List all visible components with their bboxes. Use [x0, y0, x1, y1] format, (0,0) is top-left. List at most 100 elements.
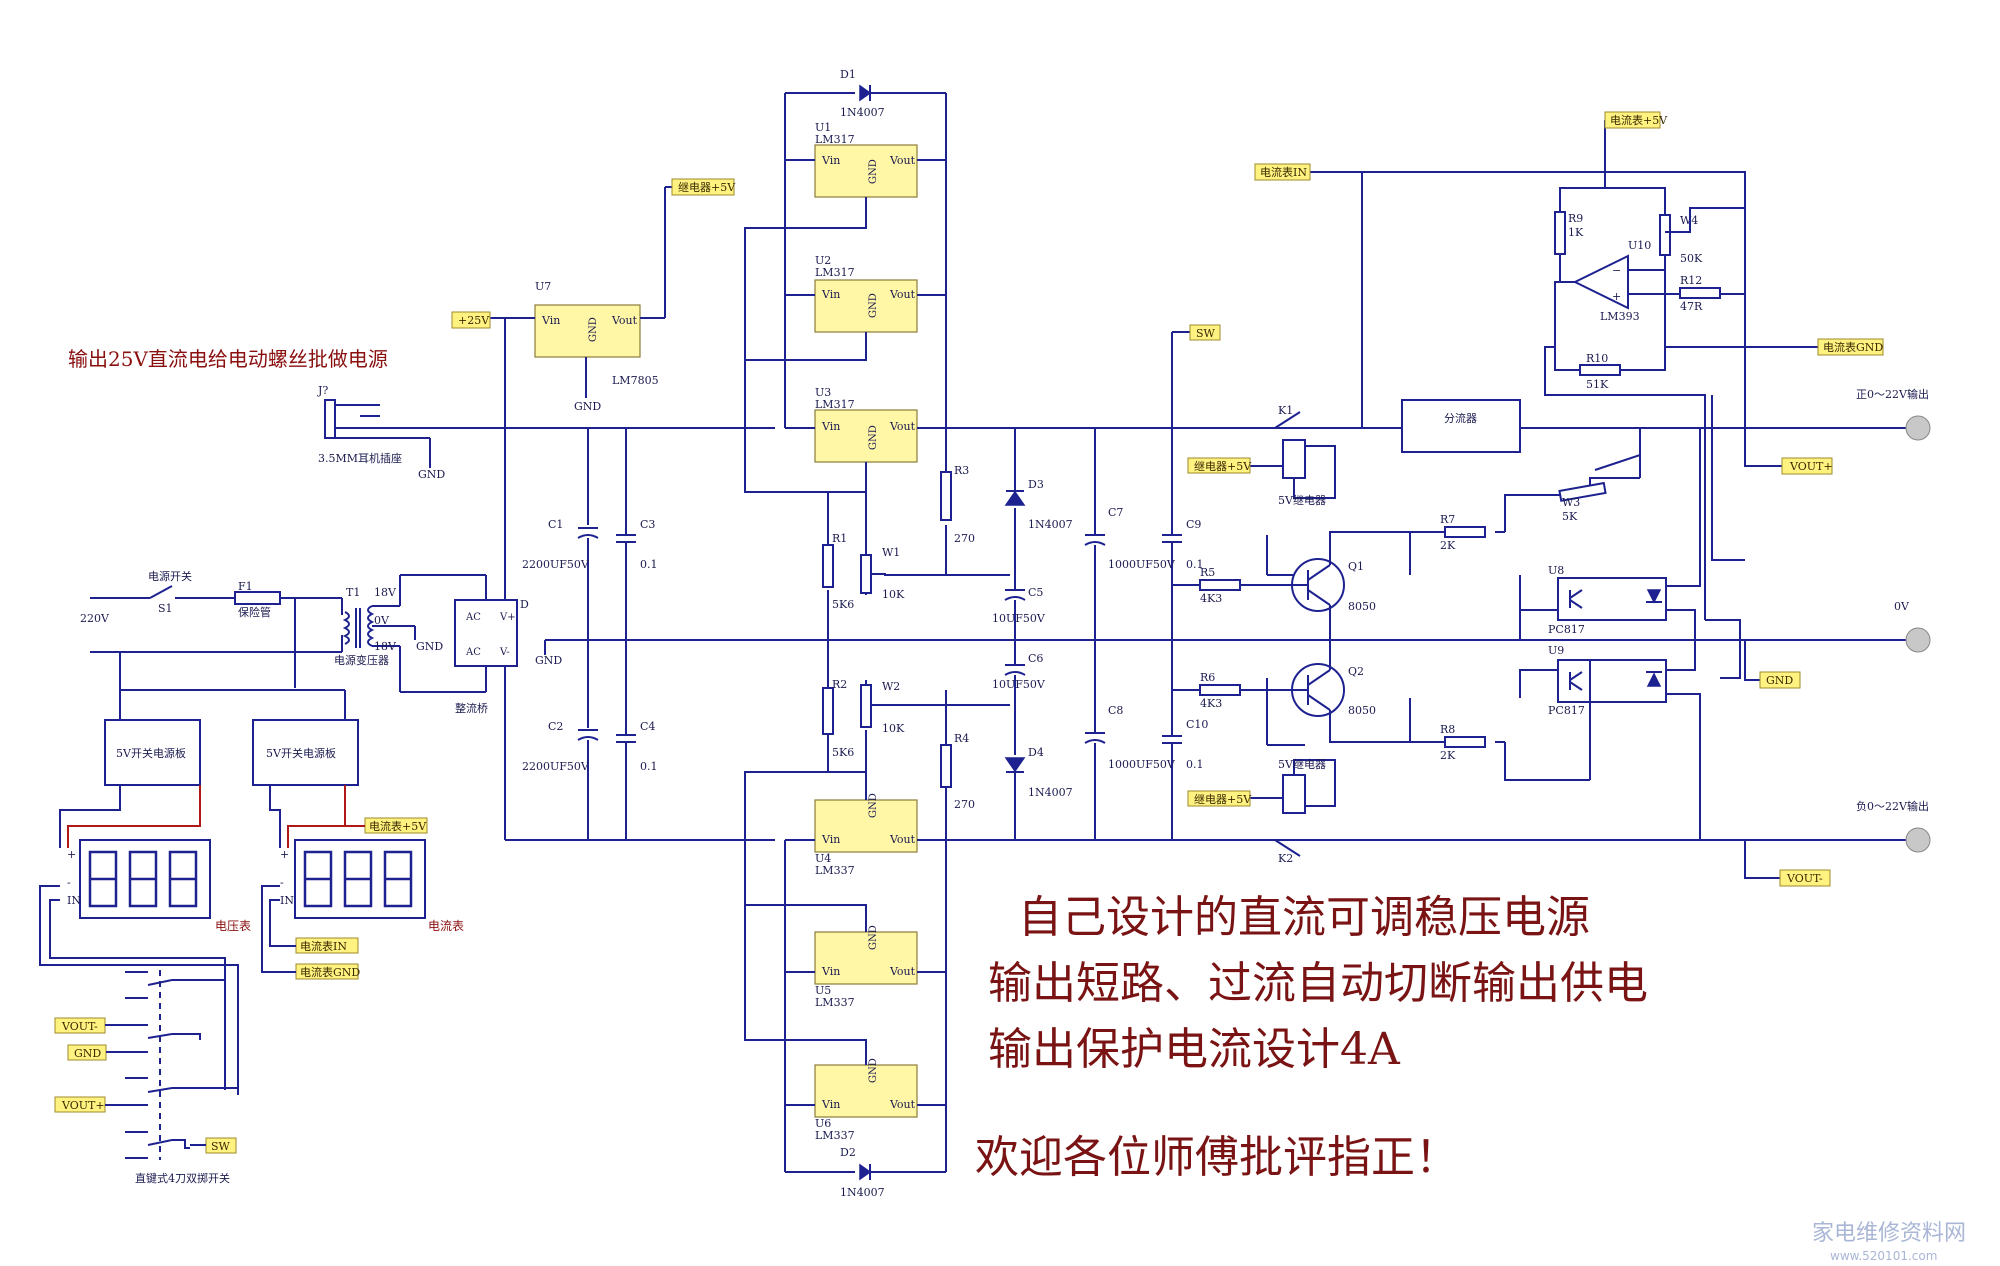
- r12-val: 47R: [1680, 300, 1703, 313]
- supply-wire: [287, 785, 346, 848]
- wire: [261, 885, 296, 973]
- k1-relay-coil: [1282, 439, 1306, 479]
- u6-gnd: GND: [868, 1058, 879, 1083]
- net-tag: [1187, 457, 1251, 474]
- d1-ref: D1: [840, 68, 856, 81]
- d3-part: 1N4007: [1028, 518, 1073, 531]
- u1-vin: Vin: [821, 154, 840, 167]
- c10-ref: C10: [1186, 718, 1208, 731]
- u9-ref: U9: [1548, 644, 1564, 657]
- wire: [39, 885, 239, 1095]
- d4-diode: [1004, 757, 1026, 773]
- net-voutminus-right: VOUT-: [1786, 872, 1823, 885]
- j-ref: J?: [317, 384, 328, 397]
- output-capacitors: [1084, 331, 1190, 840]
- transformer-secondary: [367, 605, 375, 647]
- selector-switch: [125, 970, 239, 1160]
- bridge-ref: D: [520, 598, 529, 611]
- r1-resistor: [822, 544, 834, 588]
- u1-chip: [814, 144, 918, 198]
- k2-ref: K2: [1278, 852, 1293, 865]
- w2-pot: [860, 684, 872, 728]
- u3-part: LM317: [815, 398, 855, 411]
- r12-resistor: [1679, 287, 1721, 299]
- w2-val: 10K: [882, 722, 905, 735]
- d2-ref: D2: [840, 1146, 856, 1159]
- output-terminal-positive: [1905, 415, 1931, 441]
- d4-part: 1N4007: [1028, 786, 1073, 799]
- net-sw-left: SW: [211, 1140, 231, 1153]
- u6-vout: Vout: [889, 1098, 916, 1111]
- u10-ref: U10: [1628, 239, 1651, 252]
- r6-val: 4K3: [1200, 697, 1222, 710]
- voltmeter-minus: -: [67, 876, 71, 889]
- headline-line2: 输出短路、过流自动切断输出供电: [988, 958, 1648, 1009]
- u2-gnd: GND: [868, 293, 879, 318]
- c10-val: 0.1: [1186, 758, 1204, 771]
- bridge-ac1: AC: [465, 612, 481, 623]
- headline-title: 自己设计的直流可调稳压电源: [1018, 892, 1590, 943]
- psu2-label: 5V开关电源板: [266, 746, 336, 760]
- u7-vout: Vout: [611, 314, 638, 327]
- w4-pot: [1659, 214, 1671, 256]
- k1-label: 5V继电器: [1278, 494, 1326, 507]
- watermark-text: 家电维修资料网: [1812, 1221, 1966, 1246]
- positive-reg-wiring: [744, 92, 947, 688]
- net-tag: [1759, 671, 1801, 689]
- d3-diode: [1004, 490, 1026, 506]
- r3-resistor: [940, 471, 952, 521]
- relay-wiring: [1240, 411, 1336, 857]
- net-meterin-top: 电流表IN: [1260, 165, 1307, 179]
- r5-val: 4K3: [1200, 592, 1222, 605]
- mains-label: 220V: [80, 612, 110, 625]
- net-voutplus-right: VOUT+: [1789, 460, 1833, 473]
- net-tag: [1817, 338, 1884, 356]
- net-metergnd-left: 电流表GND: [300, 965, 360, 979]
- r10-val: 51K: [1586, 378, 1609, 391]
- u5-gnd: GND: [868, 925, 879, 950]
- c4-ref: C4: [640, 720, 655, 733]
- u5-part: LM337: [815, 996, 855, 1009]
- shunt: [1401, 399, 1521, 453]
- u6-ref: U6: [815, 1117, 831, 1130]
- w3-val: 5K: [1562, 510, 1578, 523]
- net-voutminus-left: VOUT-: [61, 1020, 98, 1033]
- transformer-primary: [342, 611, 350, 645]
- net-meter5v-top: 电流表+5V: [1610, 113, 1668, 127]
- u3-vin: Vin: [821, 420, 840, 433]
- switch-blade: [149, 585, 173, 599]
- u6-part: LM337: [815, 1129, 855, 1142]
- output-zero-label: 0V: [1894, 600, 1910, 613]
- d1-diode: [859, 84, 872, 102]
- r1-ref: R1: [832, 532, 847, 545]
- j-socket-body: [324, 399, 336, 439]
- r8-ref: R8: [1440, 723, 1455, 736]
- k2-relay-coil: [1282, 774, 1306, 814]
- u1-ref: U1: [815, 121, 831, 134]
- w3-pot: [1558, 481, 1607, 502]
- r2-val: 5K6: [832, 746, 854, 759]
- d1-part: 1N4007: [840, 106, 885, 119]
- net-meter5v-left: 电流表+5V: [369, 819, 427, 833]
- u1-gnd: GND: [868, 159, 879, 184]
- c7-val: 1000UF50V: [1108, 558, 1176, 571]
- psu1-label: 5V开关电源板: [116, 746, 186, 760]
- w1-pot: [860, 554, 872, 594]
- bridge-ac2: AC: [465, 647, 481, 658]
- c8-val: 1000UF50V: [1108, 758, 1176, 771]
- gnd-label: GND: [418, 468, 445, 481]
- supply-wire: [67, 785, 201, 848]
- u3-gnd: GND: [868, 425, 879, 450]
- net-relay5v-k1: 继电器+5V: [1194, 460, 1252, 473]
- u7-chip: [534, 304, 641, 358]
- r12-ref: R12: [1680, 274, 1702, 287]
- ammeter-plus: +: [280, 848, 289, 861]
- c2-ref: C2: [548, 720, 563, 733]
- net-25v: +25V: [458, 314, 490, 327]
- d3-c5-branch: [1004, 428, 1026, 840]
- net-tag-relay5v-top: [671, 178, 735, 196]
- r7-ref: R7: [1440, 513, 1455, 526]
- ammeter-minus: -: [280, 876, 284, 889]
- watermark-url: www.520101.com: [1830, 1249, 1937, 1263]
- c5-val: 10UF50V: [992, 612, 1046, 625]
